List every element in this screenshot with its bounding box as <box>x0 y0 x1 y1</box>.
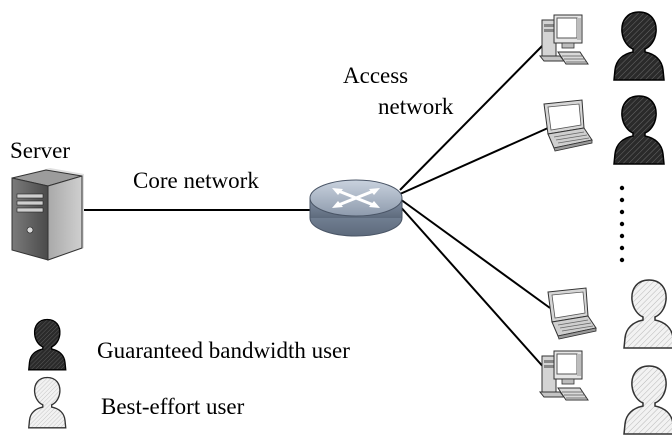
access-network-label-line2: network <box>378 94 454 119</box>
server-icon <box>11 168 84 261</box>
client-laptop-2 <box>547 287 597 340</box>
legend-best-effort-label: Best-effort user <box>101 394 245 419</box>
best-effort-user-icon <box>623 365 672 435</box>
access-link-2 <box>399 127 549 195</box>
access-link-3 <box>399 198 551 309</box>
client-laptop-1 <box>543 99 593 152</box>
client-desktop-1 <box>539 14 589 65</box>
legend-guaranteed-label: Guaranteed bandwidth user <box>97 338 350 363</box>
router-icon <box>309 179 403 237</box>
client-desktop-2 <box>539 350 589 401</box>
server-label: Server <box>10 138 71 163</box>
access-network-label-line1: Access <box>343 63 409 88</box>
legend-best-effort-user-icon <box>28 376 67 429</box>
guaranteed-user-icon <box>613 95 665 165</box>
more-users-ellipsis <box>619 185 625 263</box>
best-effort-user-icon <box>623 279 672 349</box>
legend-guaranteed-user-icon <box>28 318 67 371</box>
core-network-label: Core network <box>133 168 259 193</box>
access-link-4 <box>397 203 547 371</box>
links <box>82 39 551 371</box>
access-link-1 <box>399 39 549 191</box>
guaranteed-user-icon <box>613 11 665 81</box>
